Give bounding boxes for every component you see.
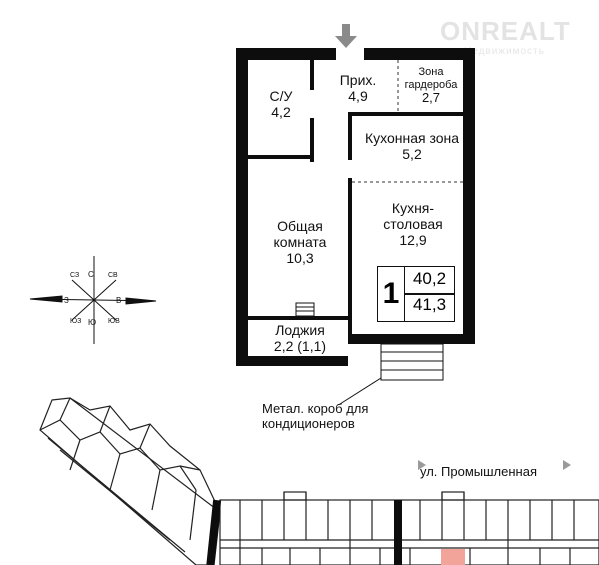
watermark-subtitle: Недвижимость (464, 46, 545, 57)
compass-east: В (116, 296, 122, 305)
wardrobe-label: Зона гардероба 2,7 (404, 66, 458, 106)
site-plan (39, 397, 599, 565)
entrance-arrow-icon (335, 24, 357, 48)
compass-northwest: СЗ (70, 272, 80, 279)
area-with-loggia: 41,3 (412, 295, 447, 314)
radiator-icon (295, 302, 315, 317)
site-wall-1 (206, 499, 222, 565)
hall-label: Прих. 4,9 (339, 72, 377, 105)
bathroom-label: С/У 4,2 (269, 88, 293, 121)
outer-walls (236, 48, 475, 366)
compass-southeast: ЮВ (108, 318, 120, 325)
kitchen-dining-label: Кухня- столовая 12,9 (383, 200, 443, 249)
highlighted-apartment (441, 549, 465, 565)
site-wall-2 (394, 500, 402, 565)
ac-pointer-line (339, 377, 382, 405)
interior-walls (248, 60, 463, 340)
ac-box-note: Метал. короб для кондиционеров (262, 401, 369, 431)
kitchen-zone-label: Кухонная зона 5,2 (364, 130, 460, 163)
street-arrow-right-icon (563, 460, 571, 470)
badge-divider (405, 293, 454, 295)
ac-box (380, 343, 444, 381)
compass-west: З (64, 296, 69, 305)
street-label: ул. Промышленная (420, 464, 537, 479)
watermark-logo: ONREALT (440, 16, 571, 46)
loggia-label: Лоджия 2,2 (1,1) (273, 322, 327, 355)
compass-southwest: ЮЗ (70, 318, 82, 325)
apartment-area-badge: 1 40,2 41,3 (377, 266, 455, 322)
compass-rose-icon (29, 256, 157, 344)
rooms-count: 1 (378, 267, 405, 321)
compass-south: Ю (88, 318, 97, 327)
street-arrow-left-icon (418, 460, 426, 470)
area-total: 40,2 (412, 269, 447, 288)
compass-north: С (88, 270, 94, 279)
common-room-label: Общая комната 10,3 (273, 218, 327, 267)
compass-northeast: СВ (108, 272, 118, 279)
